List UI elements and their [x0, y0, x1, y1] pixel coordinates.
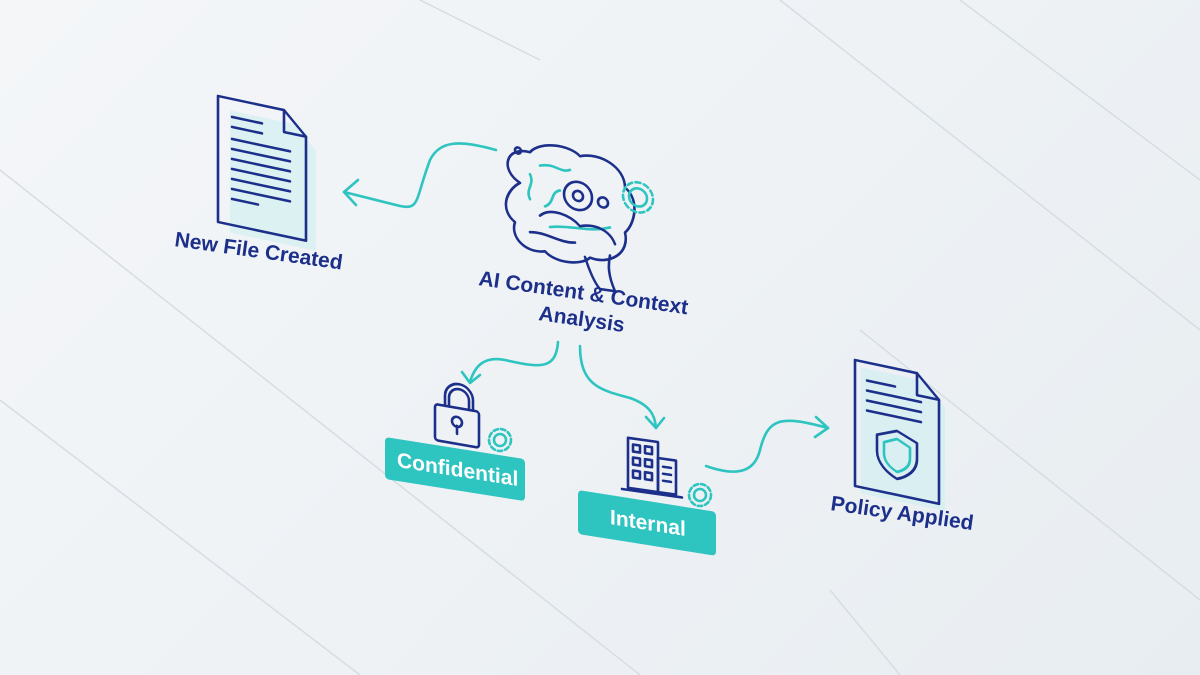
gear-icon [487, 427, 513, 453]
brain-gear-icon [504, 144, 655, 293]
arrowhead-icon [644, 415, 666, 430]
confidential-tag[interactable]: Confidential [385, 437, 525, 501]
padlock-icon [433, 382, 481, 449]
arrowhead-icon [813, 415, 830, 439]
arrow-to-policy [704, 419, 830, 473]
arrow-to-internal [578, 344, 658, 430]
arrow-to-file [342, 142, 498, 209]
document-icon [216, 94, 316, 251]
arrow-to-confidential [468, 340, 560, 384]
arrowhead-icon [460, 370, 482, 385]
arrowhead-icon [342, 178, 360, 207]
gear-icon [687, 482, 713, 508]
building-icon [620, 436, 684, 499]
shield-document-icon [853, 358, 945, 512]
internal-tag[interactable]: Internal [578, 490, 716, 556]
